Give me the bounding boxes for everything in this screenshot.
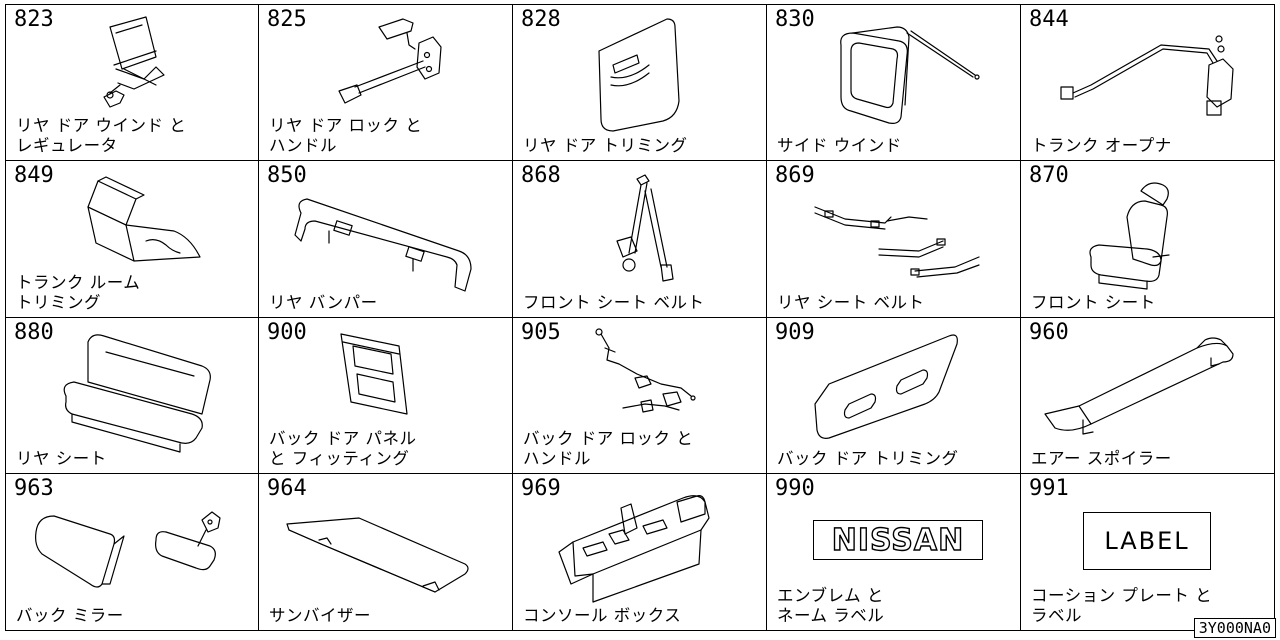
rear-door-window-regulator-illustration — [103, 16, 165, 108]
catalog-cell-969[interactable]: 969 コンソール ボックス — [513, 474, 767, 631]
catalog-cell-963[interactable]: 963 バック ミラー — [5, 474, 259, 631]
catalog-cell-960[interactable]: 960 エアー スポイラー — [1021, 317, 1275, 475]
catalog-cell-844[interactable]: 844 トランク オープナ — [1021, 4, 1275, 161]
catalog-cell-869[interactable]: 869 リヤ シート ベルト — [767, 160, 1021, 318]
back-door-trim-illustration — [814, 333, 958, 439]
part-number: 825 — [267, 7, 307, 32]
part-number: 849 — [14, 162, 54, 188]
part-label: コンソール ボックス — [523, 606, 682, 625]
part-number: 990 — [775, 476, 815, 502]
air-spoiler-illustration — [1044, 336, 1234, 435]
rear-door-trim-illustration — [598, 18, 680, 132]
emblem-nissan-badge: NISSAN — [813, 520, 983, 561]
part-label: リヤ バンパー — [269, 292, 378, 312]
sun-visor-illustration — [286, 517, 469, 593]
rear-seat-illustration — [63, 333, 211, 453]
part-label: サイド ウインド — [777, 135, 902, 155]
part-number: 905 — [521, 319, 561, 345]
side-window-illustration — [840, 26, 980, 124]
back-mirror-illustration — [35, 511, 221, 588]
part-number: 963 — [14, 476, 54, 502]
part-label: フロント シート ベルト — [523, 292, 705, 312]
part-label: リヤ ドア ロック と ハンドル — [269, 115, 423, 155]
part-number: 830 — [775, 7, 815, 32]
catalog-cell-909[interactable]: 909 バック ドア トリミング — [767, 317, 1021, 475]
part-label: リヤ ドア ウインド と レギュレータ — [16, 115, 187, 155]
part-number: 828 — [521, 7, 561, 32]
part-label: トランク ルーム トリミング — [16, 272, 141, 312]
part-number: 850 — [267, 162, 307, 188]
rear-seat-belt-illustration — [814, 206, 980, 278]
rear-door-lock-handle-illustration — [338, 18, 442, 104]
catalog-cell-849[interactable]: 849 トランク ルーム トリミング — [5, 160, 259, 318]
catalog-cell-825[interactable]: 825 リヤ ドア ロック と ハンドル — [259, 4, 513, 161]
rear-bumper-illustration — [294, 198, 472, 292]
part-number: 868 — [521, 162, 561, 188]
front-seat-illustration — [1089, 182, 1170, 290]
part-label: リヤ シート — [16, 449, 107, 469]
part-label: バック ミラー — [16, 606, 124, 625]
console-box-illustration — [558, 495, 710, 603]
catalog-cell-991[interactable]: 991 LABEL コーション プレート と ラベル — [1021, 474, 1275, 631]
trunk-opener-illustration — [1060, 35, 1234, 116]
part-number: 964 — [267, 476, 307, 502]
catalog-cell-870[interactable]: 870 フロント シート — [1021, 160, 1275, 318]
part-label: バック ドア トリミング — [777, 449, 959, 469]
part-number: 991 — [1029, 476, 1069, 502]
catalog-cell-964[interactable]: 964 サンバイザー — [259, 474, 513, 631]
back-door-panel-illustration — [340, 332, 408, 415]
catalog-cell-905[interactable]: 905 バック ドア ロック と ハンドル — [513, 317, 767, 475]
part-number: 869 — [775, 162, 815, 188]
catalog-cell-828[interactable]: 828 リヤ ドア トリミング — [513, 4, 767, 161]
part-label: リヤ ドア トリミング — [523, 135, 688, 155]
catalog-cell-900[interactable]: 900 バック ドア パネル と フィッティング — [259, 317, 513, 475]
back-door-lock-handle-illustration — [595, 327, 696, 413]
part-label: バック ドア パネル と フィッティング — [269, 429, 417, 469]
part-label: コーション プレート と ラベル — [1031, 586, 1213, 625]
caution-label-badge: LABEL — [1083, 512, 1211, 571]
part-number: 900 — [267, 319, 307, 345]
part-label: トランク オープナ — [1031, 135, 1172, 155]
part-number: 823 — [14, 7, 54, 32]
part-number: 909 — [775, 319, 815, 345]
diagram-code: 3Y000NA0 — [1193, 618, 1276, 638]
label-text: LABEL — [1104, 527, 1190, 556]
catalog-cell-823[interactable]: 823 リヤ ドア ウインド と レギュレータ — [5, 4, 259, 161]
part-label: リヤ シート ベルト — [777, 292, 925, 312]
part-label: フロント シート — [1031, 292, 1156, 312]
part-label: エアー スポイラー — [1031, 449, 1172, 469]
emblem-text: NISSAN — [831, 522, 965, 558]
part-label: サンバイザー — [269, 606, 371, 625]
catalog-cell-990[interactable]: 990 NISSAN エンブレム と ネーム ラベル — [767, 474, 1021, 631]
catalog-cell-850[interactable]: 850 リヤ バンパー — [259, 160, 513, 318]
catalog-cell-880[interactable]: 880 リヤ シート — [5, 317, 259, 475]
part-number: 870 — [1029, 162, 1069, 188]
trunk-room-trim-illustration — [87, 176, 201, 262]
part-label: エンブレム と ネーム ラベル — [777, 586, 885, 625]
part-label: バック ドア ロック と ハンドル — [523, 429, 694, 469]
parts-catalog-grid: 823 リヤ ドア ウインド と レギュレータ 825 リヤ ドア ロック と … — [5, 4, 1275, 631]
front-seat-belt-illustration — [616, 174, 674, 282]
part-number: 880 — [14, 319, 54, 345]
catalog-cell-868[interactable]: 868 フロント シート ベルト — [513, 160, 767, 318]
part-number: 960 — [1029, 319, 1069, 345]
part-number: 969 — [521, 476, 561, 502]
catalog-cell-830[interactable]: 830 サイド ウインド — [767, 4, 1021, 161]
part-number: 844 — [1029, 7, 1069, 32]
